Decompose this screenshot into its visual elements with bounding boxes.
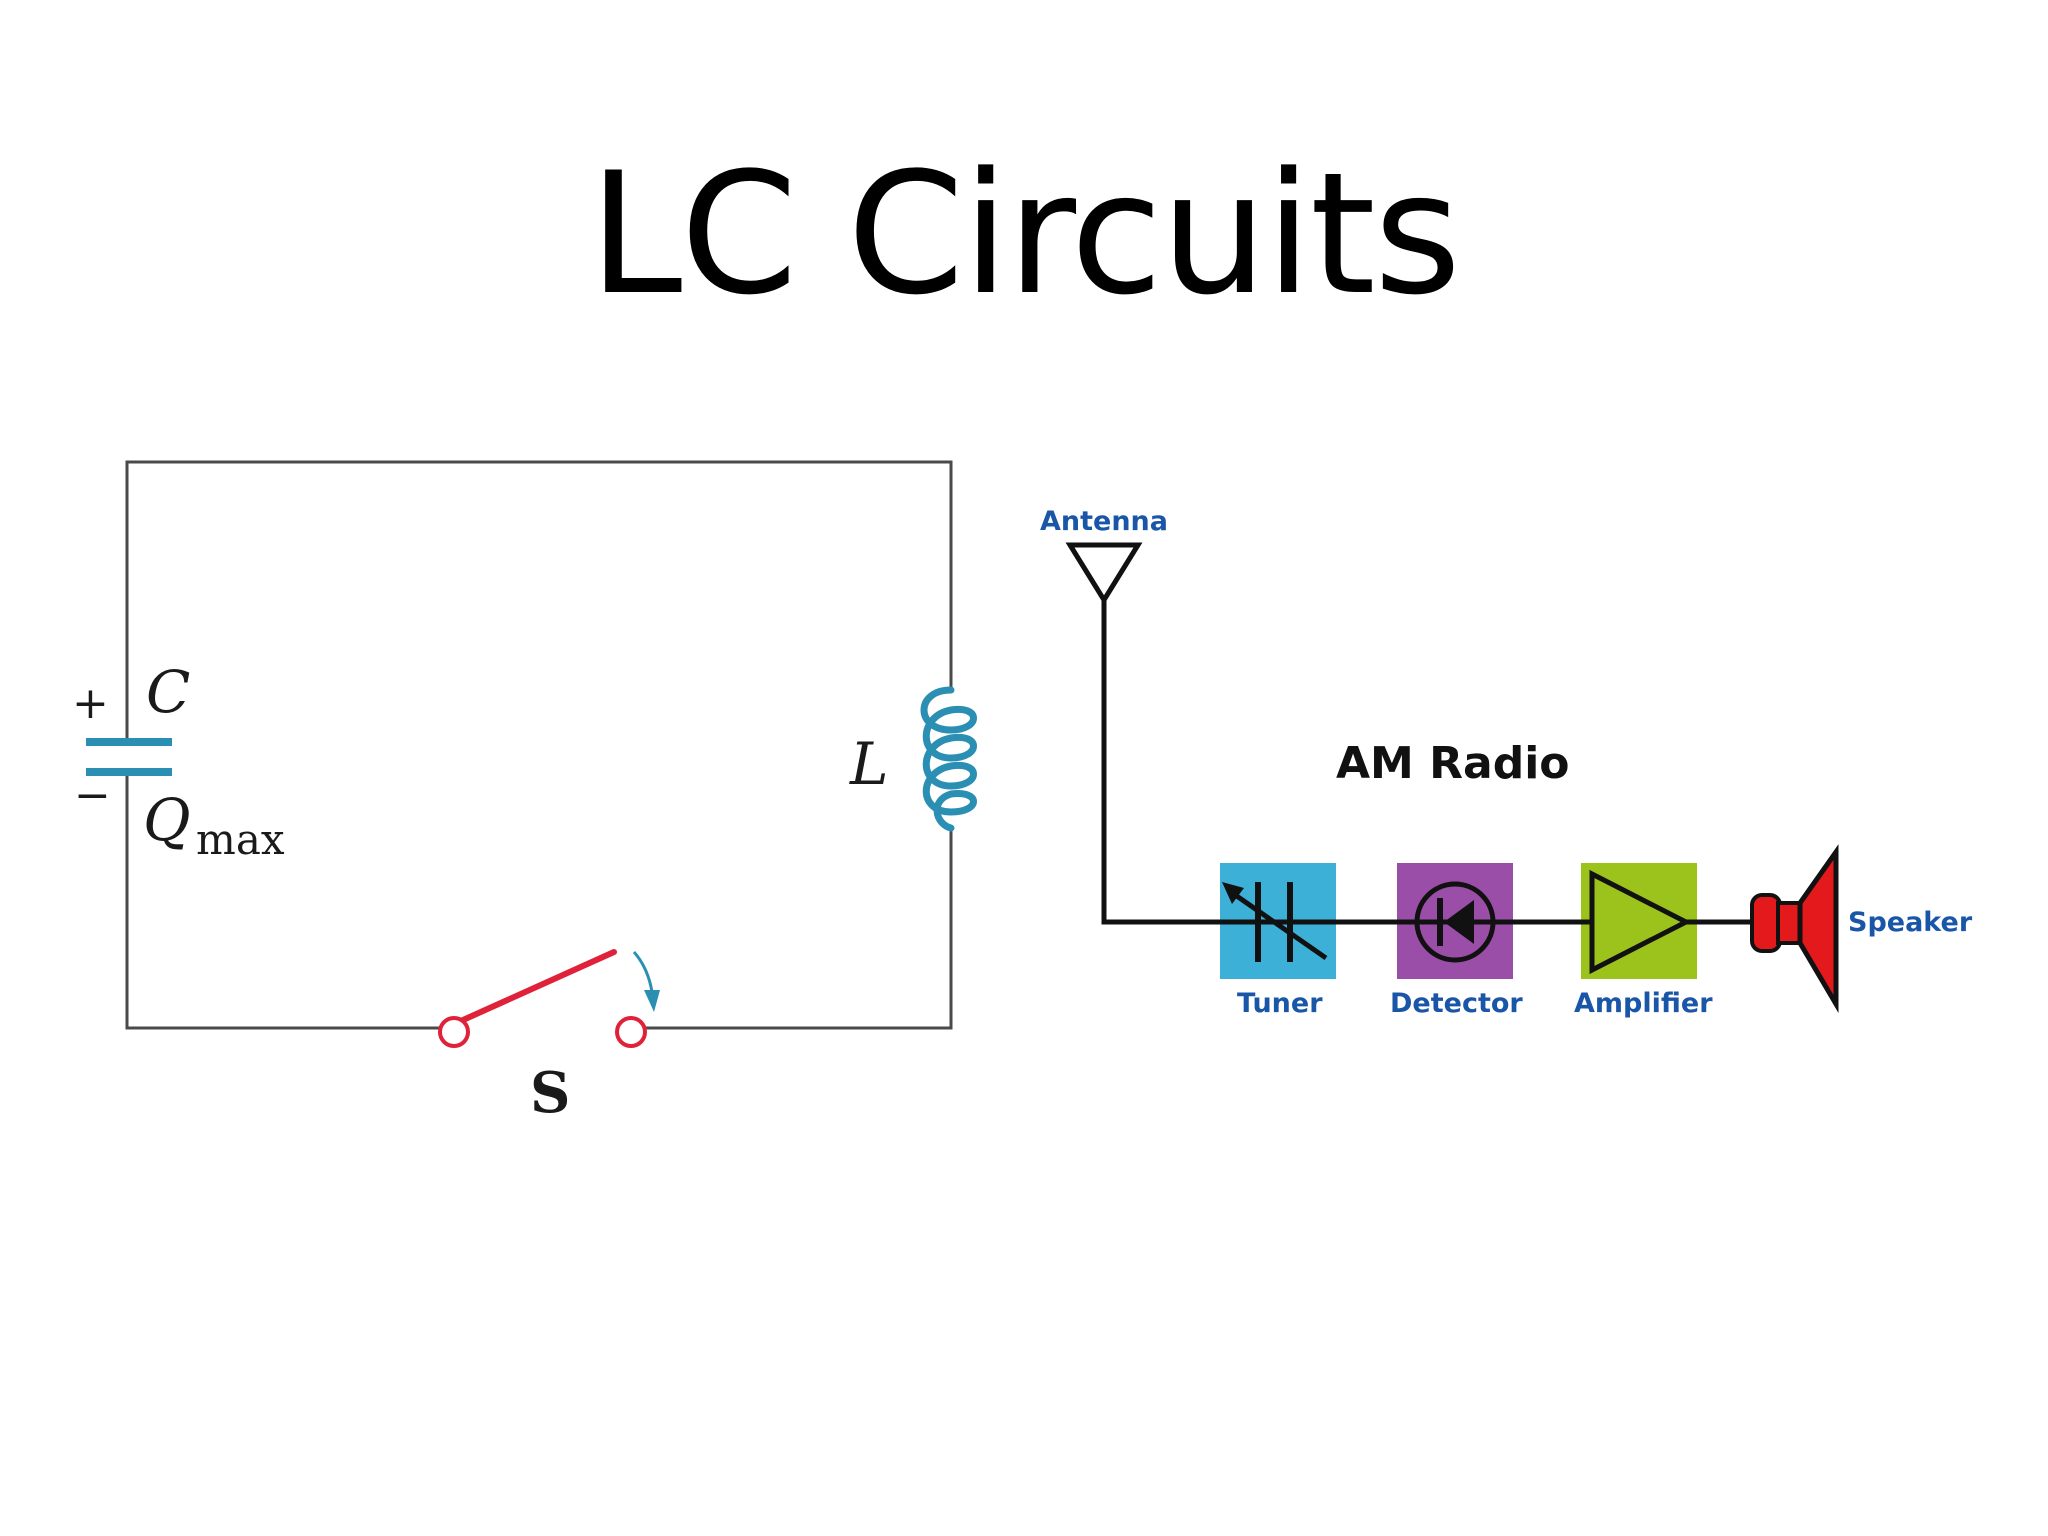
slide-title: LC Circuits bbox=[588, 136, 1462, 332]
capacitor-icon bbox=[86, 738, 172, 776]
speaker-icon bbox=[1750, 844, 1839, 1014]
antenna-icon bbox=[1065, 542, 1143, 605]
tuner-label: Tuner bbox=[1237, 988, 1323, 1019]
amplifier-block: Amplifier bbox=[1574, 863, 1713, 1019]
lc-circuit: + − C Q max L S bbox=[72, 460, 977, 1126]
signal-wire bbox=[1101, 598, 1762, 925]
charge-label-main: Q bbox=[143, 786, 191, 854]
capacitor-plus-sign: + bbox=[72, 678, 109, 729]
inductor-icon bbox=[920, 686, 977, 832]
capacitor-label: C bbox=[146, 658, 190, 726]
switch-label: S bbox=[530, 1060, 570, 1126]
circuit-wire-left-lower bbox=[125, 776, 440, 1030]
diode-icon bbox=[1414, 881, 1496, 963]
capacitor-minus-sign: − bbox=[74, 770, 111, 821]
switch-icon[interactable] bbox=[438, 949, 647, 1048]
detector-block: Detector bbox=[1390, 863, 1523, 1019]
amplifier-label: Amplifier bbox=[1574, 988, 1713, 1019]
circuit-wire bbox=[125, 460, 953, 742]
tuner-block: Tuner bbox=[1220, 863, 1336, 1019]
switch-arrow-icon bbox=[632, 951, 660, 1012]
detector-label: Detector bbox=[1390, 988, 1523, 1019]
charge-label-sub: max bbox=[196, 815, 285, 864]
am-radio-diagram: Antenna AM Radio Tuner Dete bbox=[1040, 506, 1973, 1019]
amplifier-triangle-icon bbox=[1589, 869, 1692, 975]
antenna-label: Antenna bbox=[1040, 506, 1168, 537]
speaker-label: Speaker bbox=[1848, 907, 1973, 938]
variable-capacitor-icon bbox=[1222, 882, 1328, 962]
am-radio-title: AM Radio bbox=[1336, 738, 1570, 789]
circuit-wire-right-lower bbox=[643, 828, 953, 1030]
inductor-label: L bbox=[849, 730, 889, 798]
